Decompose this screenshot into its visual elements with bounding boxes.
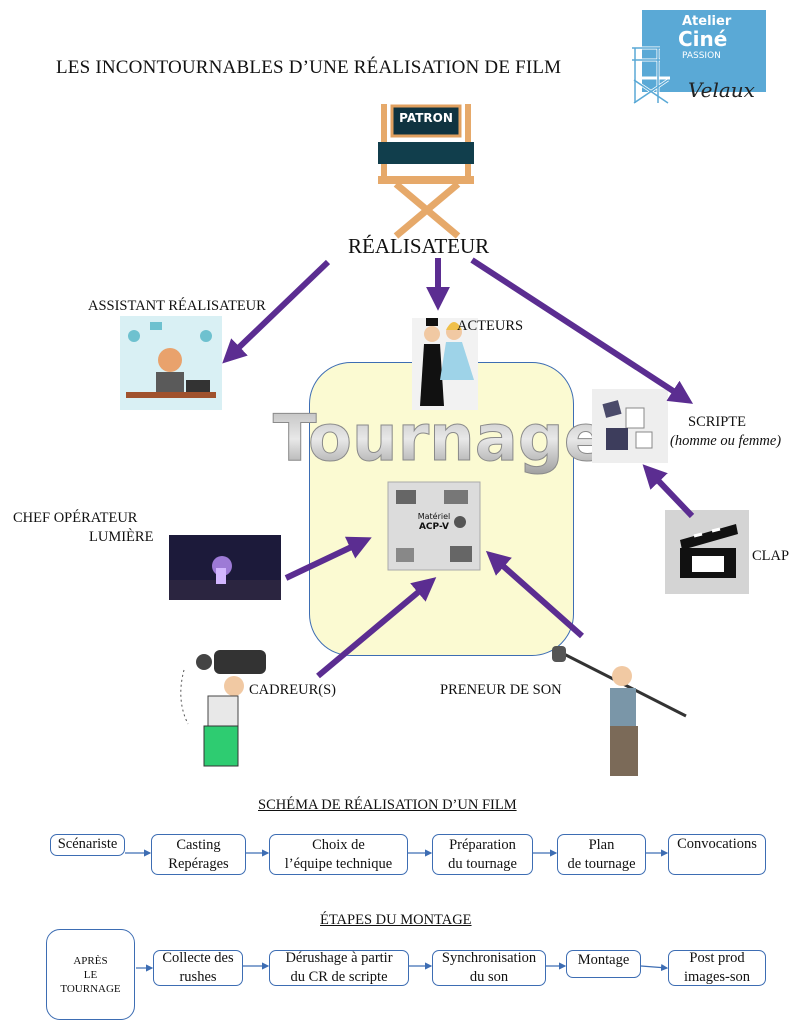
scripte-illustration-icon [592,389,668,463]
montage-step-postprod: Post prod images-son [668,950,766,986]
schema-step-plan: Plan de tournage [557,834,646,875]
arrow-to-scripte [470,257,694,404]
assistant-illustration-icon [120,316,222,410]
arrow-chef-to-materiel [284,536,372,581]
clap-illustration-icon [665,510,749,594]
lumiere-label: LUMIÈRE [89,529,154,545]
logo-chair-icon [630,46,670,105]
arrow-to-assistant [222,259,331,364]
chef-operateur-label: CHEF OPÉRATEUR [13,510,138,526]
director-chair-icon [378,104,474,239]
schema-step-scenariste: Scénariste [50,834,125,856]
materiel-label-line2: ACP-V [418,522,450,532]
actors-illustration-icon [412,318,478,410]
sound-recordist-illustration-icon [552,646,687,776]
page-title: LES INCONTOURNABLES D’UNE RÉALISATION DE… [56,57,562,78]
chef-operateur-image-icon [169,535,281,600]
montage-title: ÉTAPES DU MONTAGE [320,912,472,928]
montage-start-box: APRÈS LE TOURNAGE [46,929,135,1020]
montage-step-derushage: Dérushage à partir du CR de scripte [269,950,409,986]
materiel-image-icon [387,481,481,571]
scripte-sub-label: (homme ou femme) [670,433,782,449]
clap-label: CLAP [752,548,790,564]
tournage-word: Tournage [273,402,607,476]
arrow-clap-to-scripte [642,464,695,519]
schema-step-preparation: Préparation du tournage [432,834,533,875]
schema-step-casting: Casting Repérages [151,834,246,875]
preneur-label: PRENEUR DE SON [440,682,562,698]
montage-step-synchronisation: Synchronisation du son [432,950,546,986]
schema-step-equipe: Choix de l’équipe technique [269,834,408,875]
arrow-cadreur-to-materiel [316,577,437,679]
logo: Atelier Ciné PASSION Velaux [620,8,770,108]
montage-connectors [136,962,669,972]
montage-step-montage: Montage [566,950,641,978]
flow-arrows [222,257,695,679]
assistant-label: ASSISTANT RÉALISATEUR [88,298,266,314]
cameraman-illustration-icon [180,650,266,767]
montage-step-collecte: Collecte des rushes [153,950,243,986]
acteurs-label: ACTEURS [457,318,524,334]
schema-step-convocations: Convocations [668,834,766,875]
scripte-label: SCRIPTE [688,414,747,430]
schema-title: SCHÉMA DE RÉALISATION D’UN FILM [258,797,517,813]
arrow-son-to-materiel [485,550,584,639]
cadreur-label: CADREUR(S) [249,682,337,698]
chair-sign: PATRON [399,111,453,125]
realisateur-label: RÉALISATEUR [348,234,490,258]
materiel-label-line1: Matériel [417,512,451,521]
